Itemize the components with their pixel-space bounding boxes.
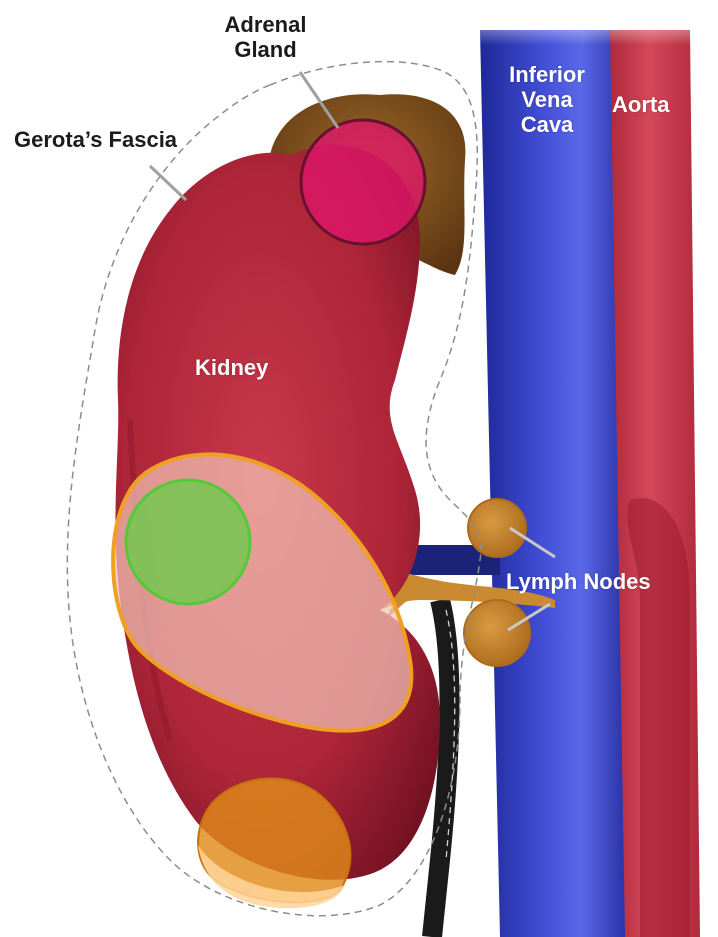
ivc-label-line3: Cava bbox=[492, 112, 602, 137]
aorta-label: Aorta bbox=[612, 92, 669, 117]
green-marker-circle bbox=[126, 480, 250, 604]
kidney-label: Kidney bbox=[195, 355, 268, 380]
adrenal-gland-label-line2: Gland bbox=[218, 37, 313, 62]
gerotas-fascia-label: Gerota’s Fascia bbox=[14, 127, 177, 152]
inferior-vena-cava-label: Inferior Vena Cava bbox=[492, 62, 602, 137]
adrenal-gland-label-line1: Adrenal bbox=[218, 12, 313, 37]
fascia-leader-line bbox=[150, 166, 186, 200]
lymph-node-upper bbox=[468, 499, 526, 557]
ivc-label-line2: Vena bbox=[492, 87, 602, 112]
inferior-vena-cava bbox=[480, 30, 625, 937]
adrenal-marker-circle bbox=[301, 120, 425, 244]
vessel-top-fade bbox=[470, 0, 710, 45]
ivc-label-line1: Inferior bbox=[492, 62, 602, 87]
lymph-nodes-label: Lymph Nodes bbox=[506, 569, 651, 594]
lymph-node-lower bbox=[464, 600, 530, 666]
adrenal-gland-label: Adrenal Gland bbox=[218, 12, 313, 62]
